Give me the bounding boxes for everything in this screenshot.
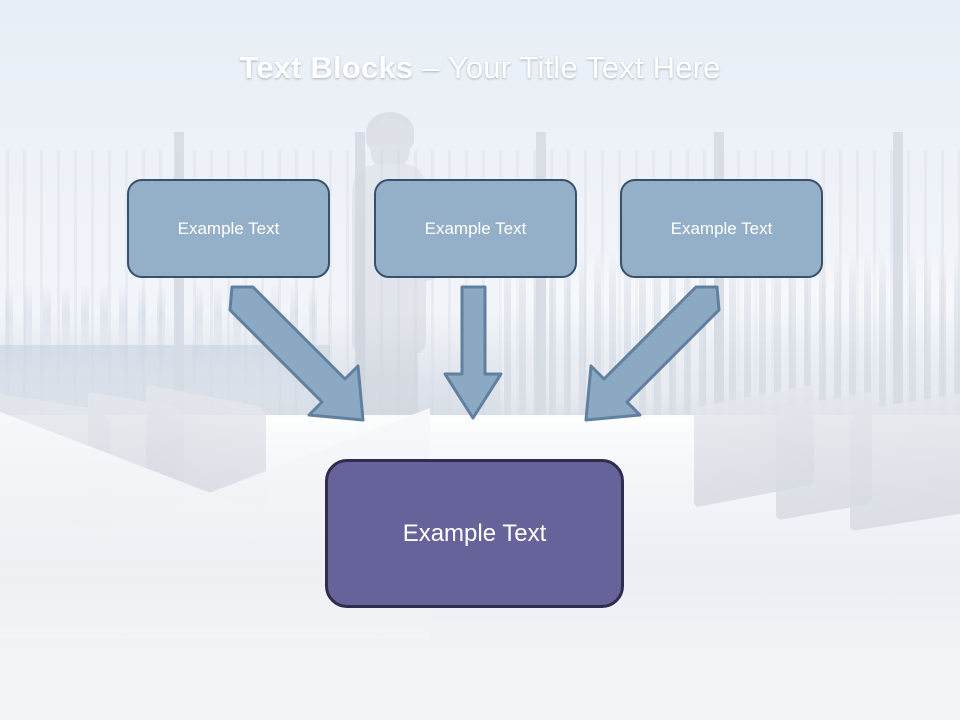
text-block-2-label: Example Text bbox=[424, 218, 527, 238]
text-block-2[interactable]: Example Text bbox=[374, 179, 577, 278]
text-block-1-label: Example Text bbox=[177, 218, 280, 238]
page-title-bold: Text Blocks bbox=[239, 50, 414, 85]
page-title-light: Your Title Text Here bbox=[447, 50, 721, 85]
person-hair bbox=[366, 112, 414, 152]
person-head bbox=[370, 118, 410, 170]
result-text-block[interactable]: Example Text bbox=[325, 459, 624, 608]
window-mullions bbox=[0, 132, 960, 432]
page-title: Text Blocks – Your Title Text Here bbox=[0, 50, 960, 86]
text-block-1[interactable]: Example Text bbox=[127, 179, 330, 278]
page-title-separator: – bbox=[413, 50, 448, 85]
text-block-3-label: Example Text bbox=[670, 218, 773, 238]
result-text-block-label: Example Text bbox=[402, 519, 547, 547]
text-block-3[interactable]: Example Text bbox=[620, 179, 823, 278]
